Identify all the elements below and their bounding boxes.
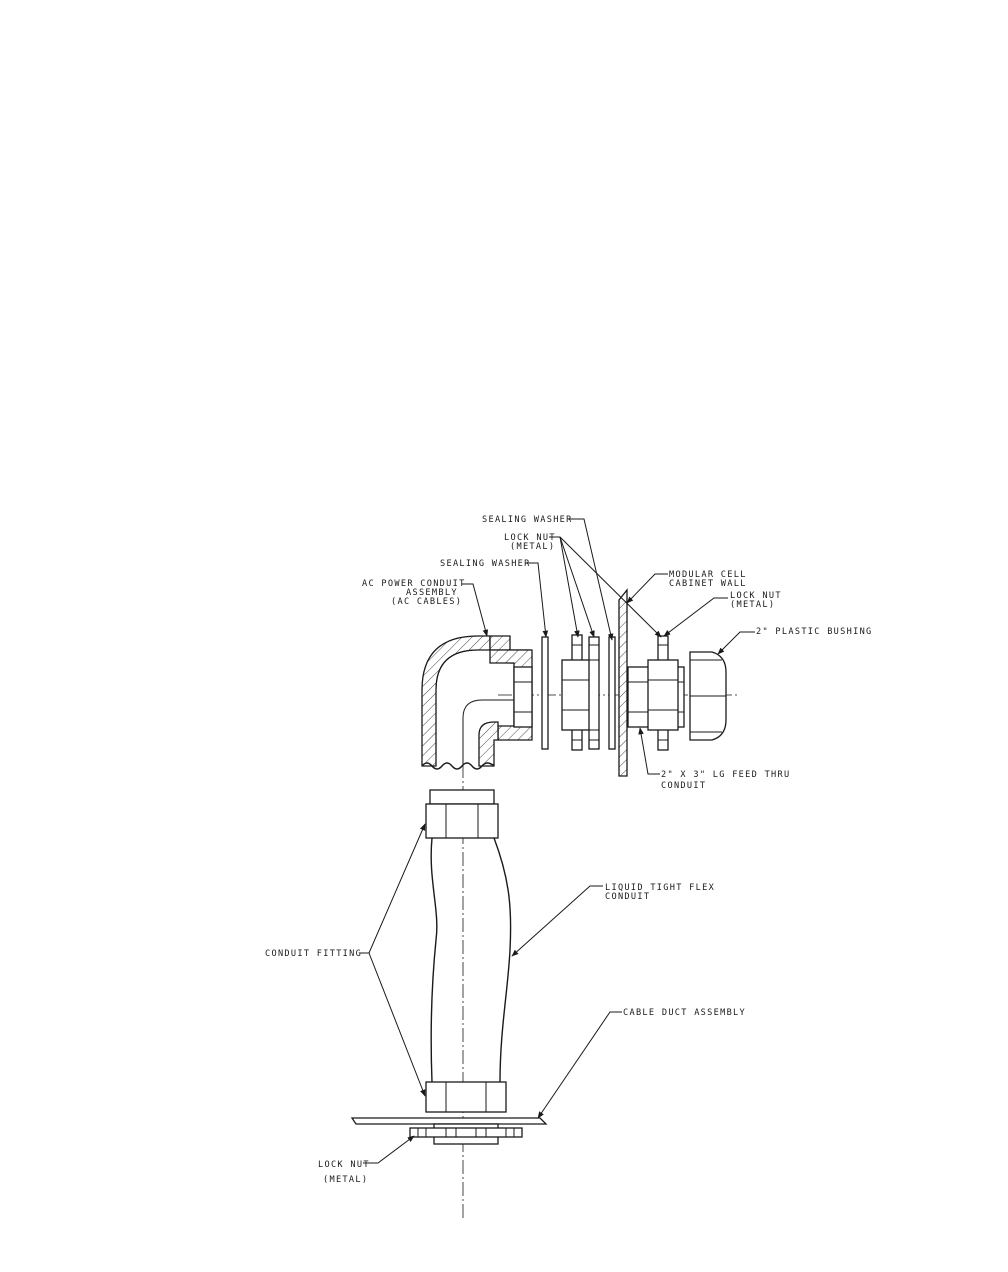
cable-duct-assembly-plate xyxy=(352,1118,546,1124)
lock-nut-bottom xyxy=(410,1124,522,1144)
ac-power-conduit-elbow xyxy=(422,636,532,769)
liquid-tight-flex-conduit xyxy=(431,838,510,1082)
label-ac-power-cables: (AC CABLES) xyxy=(391,597,462,607)
label-lock-nut-right-metal: (METAL) xyxy=(730,600,775,610)
label-feed-thru: 2" X 3" LG FEED THRU xyxy=(661,770,790,780)
label-sealing-washer-top: SEALING WASHER xyxy=(482,515,573,525)
label-liquid-tight-conduit: CONDUIT xyxy=(605,892,650,902)
sealing-washer-right xyxy=(609,637,615,749)
label-sealing-washer-mid: SEALING WASHER xyxy=(440,559,531,569)
lock-nut-right xyxy=(648,636,678,750)
label-plastic-bushing: 2" PLASTIC BUSHING xyxy=(756,627,873,637)
conduit-fitting-lower xyxy=(426,1082,506,1112)
sealing-washer-left xyxy=(542,637,548,749)
label-lock-nut-top-metal: (METAL) xyxy=(510,542,555,552)
label-conduit-fitting: CONDUIT FITTING xyxy=(265,949,362,959)
leader-lines xyxy=(360,519,755,1163)
lock-nut-pair xyxy=(562,635,599,750)
modular-cell-cabinet-wall xyxy=(619,590,627,776)
label-feed-thru-conduit: CONDUIT xyxy=(661,781,706,791)
plastic-bushing xyxy=(690,652,726,740)
label-cable-duct: CABLE DUCT ASSEMBLY xyxy=(623,1008,746,1018)
label-lock-nut-bottom-metal: (METAL) xyxy=(323,1175,368,1185)
conduit-fitting-upper xyxy=(426,790,498,838)
label-cabinet-wall: CABINET WALL xyxy=(669,579,747,589)
label-lock-nut-bottom: LOCK NUT xyxy=(318,1160,370,1170)
